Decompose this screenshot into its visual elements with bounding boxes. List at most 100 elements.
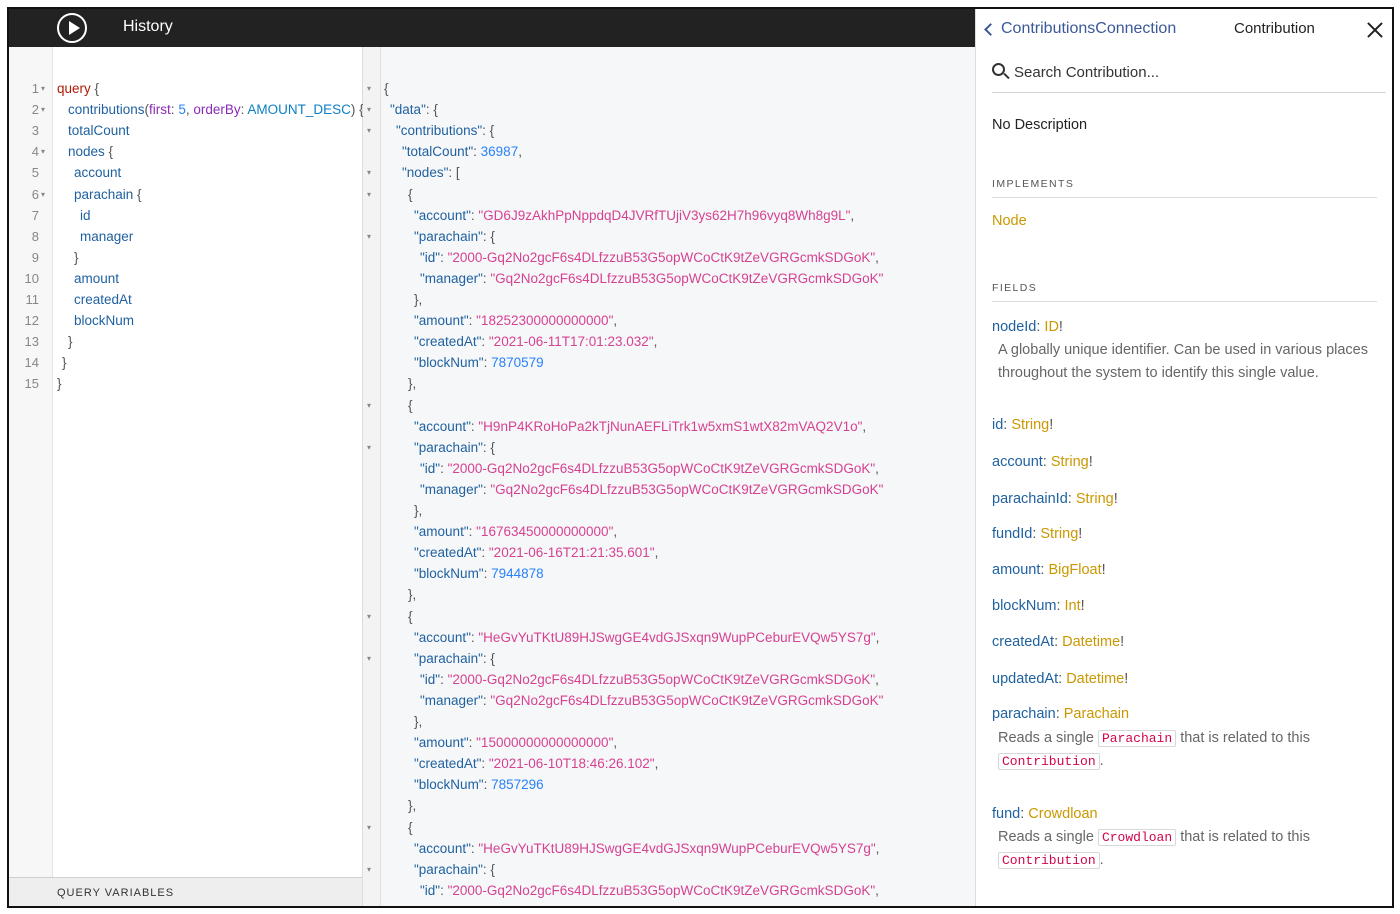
fold-toggle-icon[interactable]: ▾: [367, 168, 372, 178]
json-value: "HeGvYuTKtU89HJSwgGE4vdGJSxqn9WupPCeburE…: [478, 840, 876, 856]
field-row-parachainid: parachainId: String!: [992, 491, 1118, 507]
punctuation: : {: [482, 439, 495, 455]
punctuation: },: [414, 503, 423, 518]
field-type-link[interactable]: Int: [1064, 598, 1081, 614]
field-row-fundid: fundId: String!: [992, 526, 1082, 542]
field-name-link[interactable]: id: [992, 417, 1004, 433]
field-type-link[interactable]: String: [1040, 526, 1079, 542]
result-line: "id": "2000-Gq2No2gcF6s4DLfzzuB53G5opWCo…: [420, 247, 879, 268]
fold-toggle-icon[interactable]: ▾: [367, 126, 372, 136]
line-number: 9: [31, 249, 39, 265]
parachain-code: Parachain: [1097, 730, 1177, 747]
query-variables-toggle[interactable]: QUERY VARIABLES: [9, 877, 363, 906]
punctuation: },: [414, 714, 423, 729]
punctuation: :: [1067, 491, 1076, 507]
field-name-link[interactable]: amount: [992, 562, 1041, 578]
json-key: "blockNum": [414, 777, 484, 793]
code-token: id: [80, 207, 91, 223]
fold-toggle-icon[interactable]: ▾: [367, 231, 372, 241]
fold-toggle-icon[interactable]: ▾: [367, 189, 372, 199]
field-type-link[interactable]: Parachain: [1063, 706, 1130, 722]
fold-toggle-icon[interactable]: ▾: [367, 442, 372, 452]
line-number: 7: [31, 207, 39, 223]
field-name-link[interactable]: parachainId: [992, 491, 1068, 507]
result-line: {: [408, 606, 413, 627]
punctuation: ,: [654, 545, 659, 561]
field-type-link[interactable]: Datetime: [1066, 671, 1125, 687]
field-type-link[interactable]: Crowdloan: [1028, 806, 1098, 822]
editor-gutter: [9, 47, 53, 877]
punctuation: },: [408, 798, 417, 814]
line-number: 14: [24, 355, 39, 371]
punctuation: {: [408, 397, 413, 413]
fold-toggle-icon[interactable]: ▾: [367, 400, 372, 410]
json-key: "nodes": [402, 165, 449, 181]
line-number: 1: [31, 81, 39, 96]
json-value: "2021-06-10T18:46:26.102": [488, 756, 655, 772]
code-line: blockNum: [74, 310, 134, 331]
fold-toggle-icon[interactable]: ▾: [367, 105, 372, 115]
json-key: "account": [414, 418, 471, 434]
punctuation: {: [90, 81, 100, 96]
field-type-link[interactable]: String: [1075, 491, 1114, 507]
fold-toggle-icon[interactable]: ▾: [367, 84, 372, 93]
code-line: query {: [57, 78, 99, 99]
field-name-link[interactable]: blockNum: [992, 598, 1057, 614]
punctuation: (: [144, 102, 150, 118]
field-name-link[interactable]: account: [992, 454, 1043, 470]
punctuation: ,: [875, 460, 879, 476]
field-name-link[interactable]: fund: [992, 806, 1021, 822]
field-type-link[interactable]: Datetime: [1062, 634, 1121, 650]
fold-toggle-icon[interactable]: ▾: [367, 653, 372, 663]
fold-toggle-icon[interactable]: ▾: [41, 84, 46, 93]
field-name-link[interactable]: parachain: [992, 706, 1056, 722]
punctuation: }: [68, 334, 73, 350]
punctuation: {: [408, 819, 413, 835]
json-value: "15000000000000000": [476, 735, 614, 751]
punctuation: }: [57, 376, 62, 392]
close-icon[interactable]: [1366, 21, 1384, 39]
field-type-link[interactable]: String: [1050, 454, 1089, 470]
json-value: "18252300000000000": [476, 313, 614, 329]
field-type-link[interactable]: ID: [1044, 319, 1059, 335]
result-line: },: [414, 500, 422, 521]
field-name-link[interactable]: fundId: [992, 526, 1033, 542]
code-token: orderBy: [193, 102, 241, 118]
punctuation: {: [408, 608, 413, 624]
doc-search-input[interactable]: [1014, 59, 1374, 85]
fold-toggle-icon[interactable]: ▾: [41, 147, 46, 157]
fold-toggle-icon[interactable]: ▾: [41, 105, 46, 115]
fold-toggle-icon[interactable]: ▾: [367, 822, 372, 832]
execute-query-button[interactable]: [57, 13, 87, 43]
non-null-marker: !: [1049, 417, 1054, 433]
punctuation: ,: [613, 524, 618, 540]
punctuation: ,: [654, 756, 659, 772]
json-key: "blockNum": [414, 566, 484, 582]
fold-toggle-icon[interactable]: ▾: [367, 611, 372, 621]
json-value: 36987: [480, 144, 519, 160]
punctuation: :: [1036, 319, 1045, 335]
implements-type-link[interactable]: Node: [992, 213, 1027, 229]
field-row-fund: fund: Crowdloan: [992, 806, 1098, 822]
result-line: "contributions": {: [396, 120, 494, 141]
field-row-createdat: createdAt: Datetime!: [992, 634, 1124, 650]
field-name-link[interactable]: nodeId: [992, 319, 1037, 335]
punctuation: ,: [875, 629, 880, 645]
fold-toggle-icon[interactable]: ▾: [367, 864, 372, 874]
line-number: 3: [31, 123, 39, 139]
result-line: "blockNum": 7870579: [414, 352, 544, 373]
doc-back-link[interactable]: ContributionsConnection: [982, 20, 1176, 38]
punctuation: :: [1032, 526, 1041, 542]
code-line: nodes {: [68, 141, 113, 162]
field-type-link[interactable]: BigFloat: [1048, 562, 1102, 578]
field-name-link[interactable]: createdAt: [992, 634, 1055, 650]
line-number: 8: [31, 228, 39, 244]
fold-toggle-icon[interactable]: ▾: [41, 189, 46, 199]
search-icon: [992, 63, 1010, 80]
json-key: "manager": [420, 270, 483, 286]
field-name-link[interactable]: updatedAt: [992, 671, 1059, 687]
non-null-marker: !: [1101, 562, 1106, 578]
field-type-link[interactable]: String: [1011, 417, 1050, 433]
history-button[interactable]: History: [123, 18, 173, 35]
